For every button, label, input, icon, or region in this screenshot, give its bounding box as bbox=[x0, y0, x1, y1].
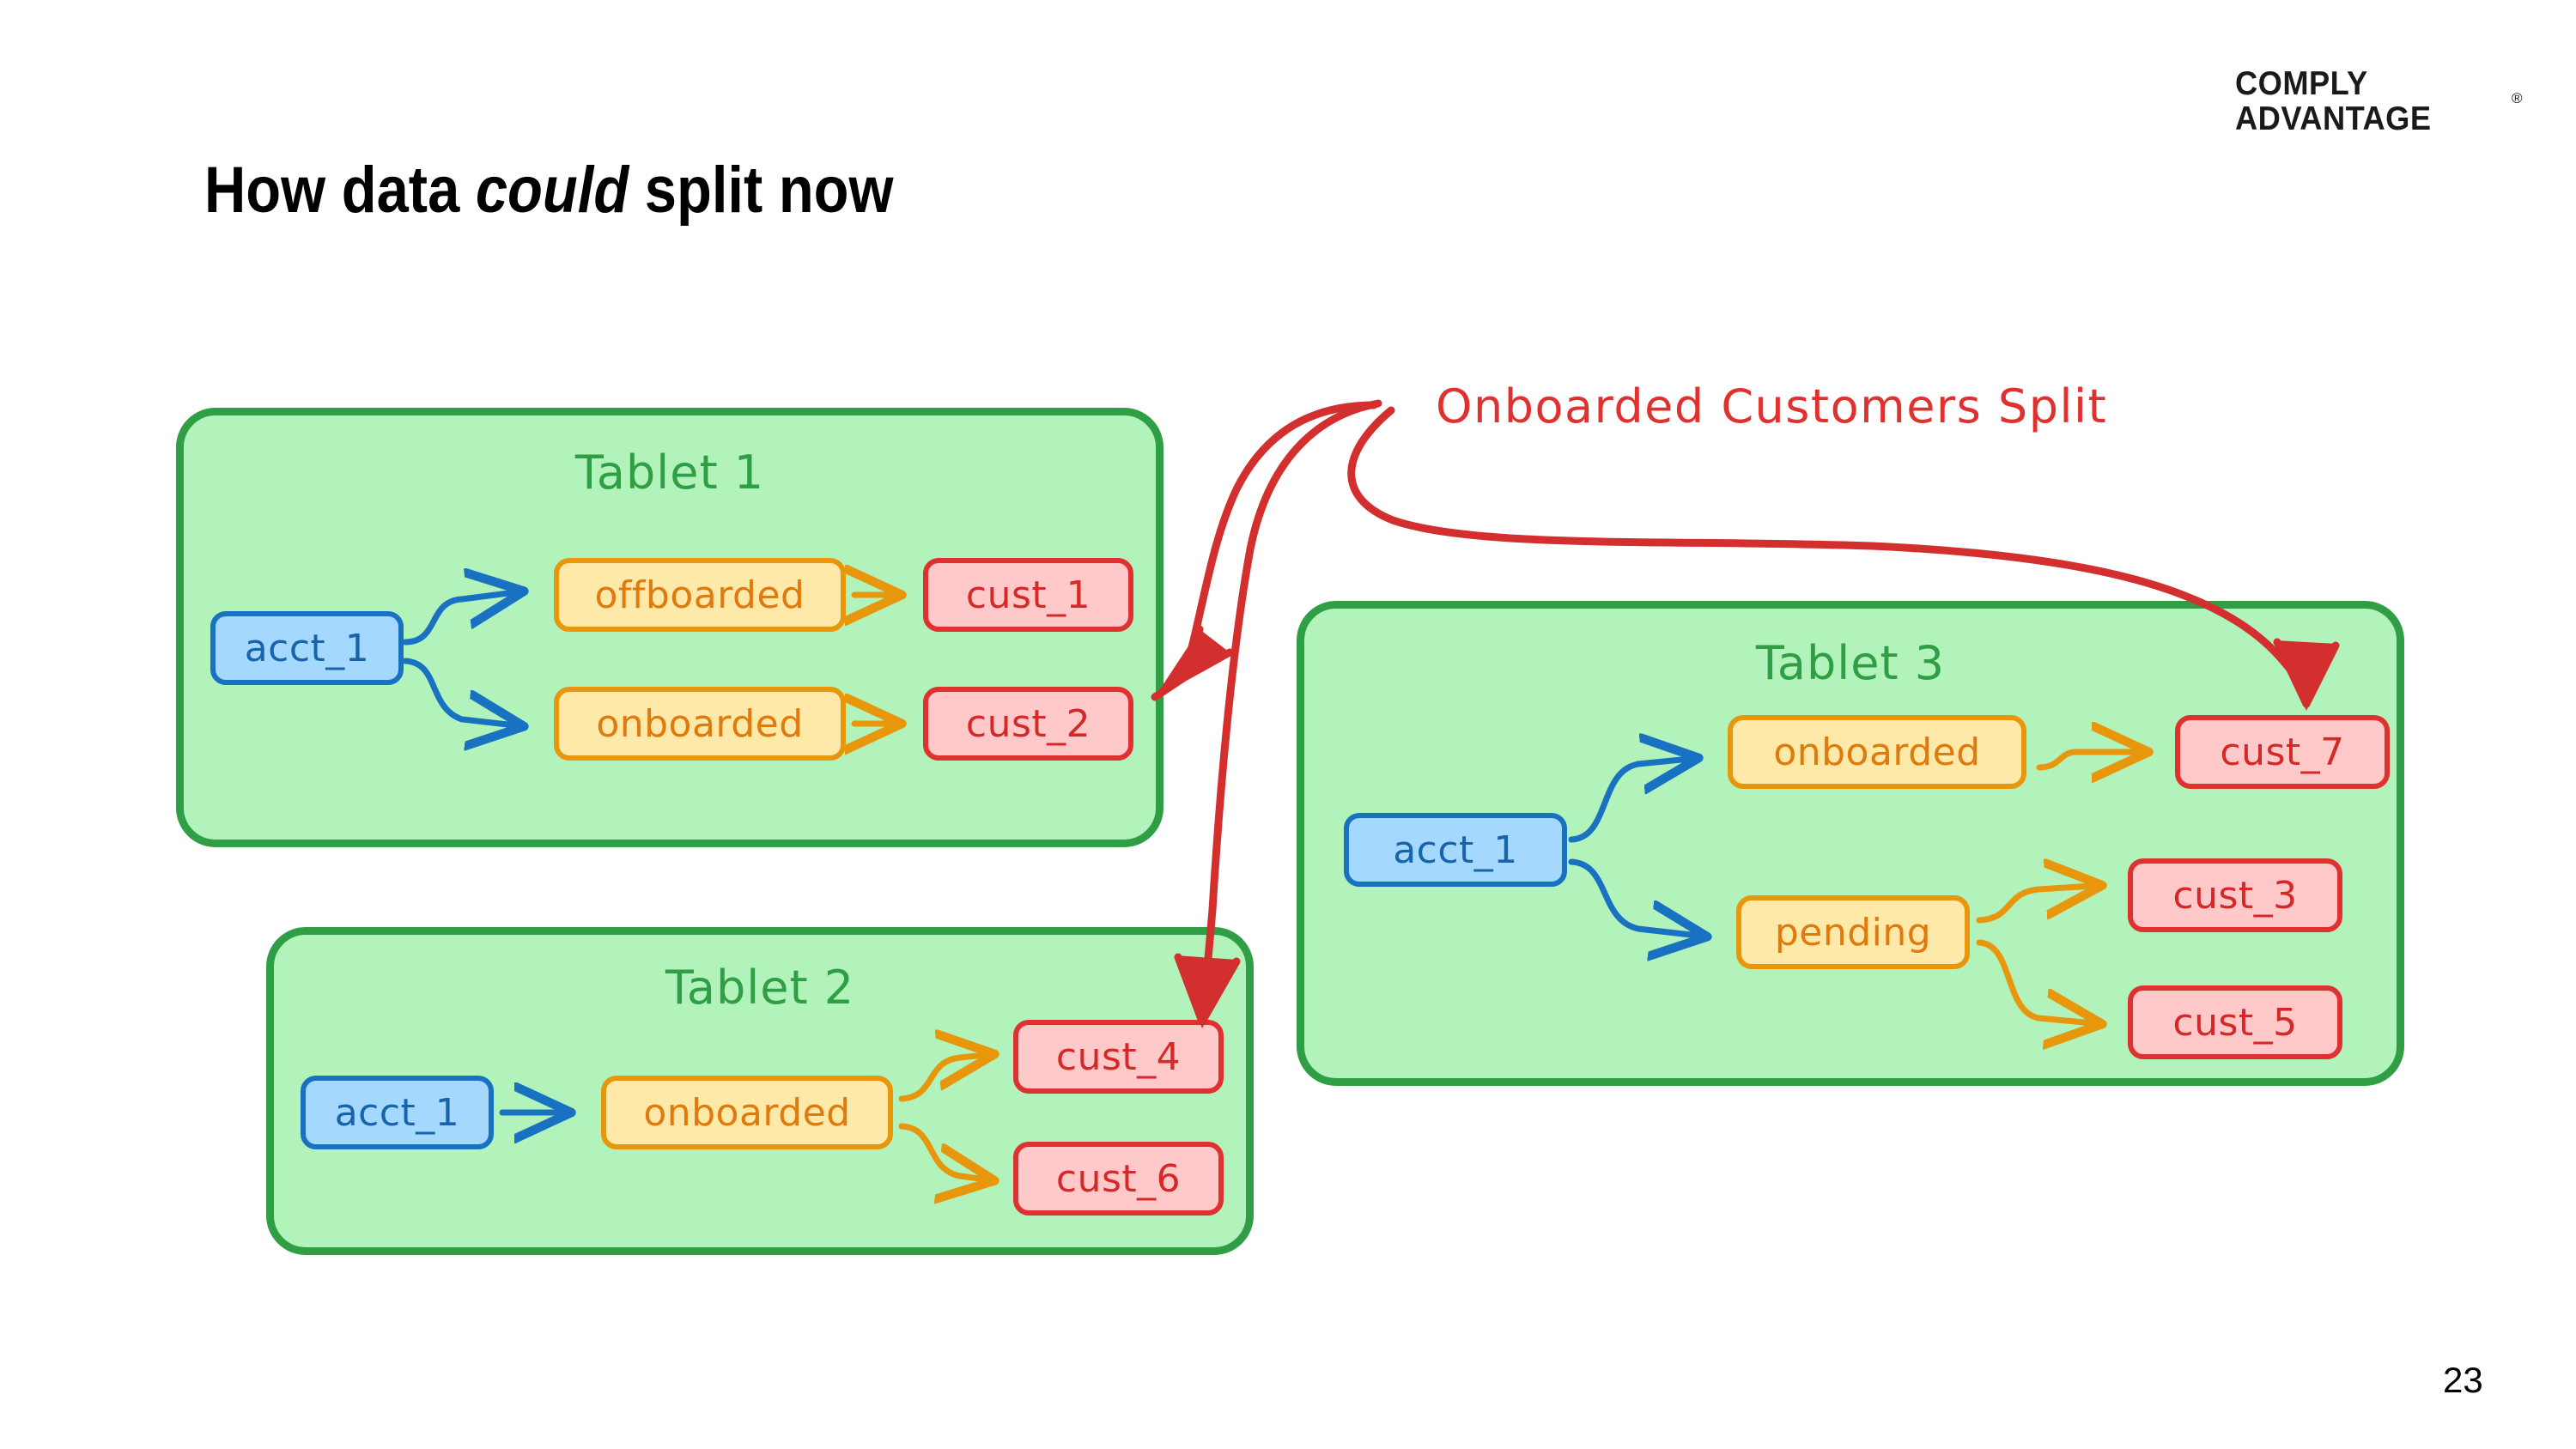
page-title-emphasis: could bbox=[475, 154, 629, 227]
node-tablet-2-onboarded[interactable]: onboarded bbox=[601, 1076, 893, 1149]
node-tablet-1-acct-1[interactable]: acct_1 bbox=[210, 611, 404, 685]
tablet-3-label: Tablet 3 bbox=[1755, 636, 1946, 690]
node-tablet-2-cust-4[interactable]: cust_4 bbox=[1013, 1020, 1224, 1094]
tablet-2-label: Tablet 2 bbox=[665, 961, 855, 1015]
comply-advantage-logo: COMPLY ADVANTAGE ® bbox=[2235, 65, 2523, 137]
node-tablet-3-acct-1[interactable]: acct_1 bbox=[1344, 813, 1567, 887]
page-title: How data could split now bbox=[204, 153, 894, 227]
page-title-part1: How data bbox=[204, 154, 476, 227]
node-tablet-3-onboarded[interactable]: onboarded bbox=[1728, 715, 2026, 789]
node-tablet-3-cust-3[interactable]: cust_3 bbox=[2128, 858, 2342, 932]
node-tablet-3-cust-5[interactable]: cust_5 bbox=[2128, 985, 2342, 1059]
node-tablet-1-cust-1[interactable]: cust_1 bbox=[923, 558, 1133, 632]
registered-trademark-icon: ® bbox=[2512, 90, 2523, 106]
annotation-label: Onboarded Customers Split bbox=[1436, 379, 2108, 433]
node-tablet-2-cust-6[interactable]: cust_6 bbox=[1013, 1142, 1224, 1216]
page-title-part2: split now bbox=[629, 154, 894, 227]
node-tablet-3-pending[interactable]: pending bbox=[1736, 895, 1970, 969]
node-tablet-2-acct-1[interactable]: acct_1 bbox=[301, 1076, 494, 1149]
logo-line-comply: COMPLY bbox=[2235, 65, 2368, 102]
slide-number: 23 bbox=[2443, 1360, 2483, 1400]
logo-line-advantage: ADVANTAGE bbox=[2235, 100, 2432, 137]
node-tablet-1-cust-2[interactable]: cust_2 bbox=[923, 687, 1133, 761]
tablet-1-label: Tablet 1 bbox=[574, 446, 765, 500]
node-tablet-1-offboarded[interactable]: offboarded bbox=[554, 558, 846, 632]
node-tablet-3-cust-7[interactable]: cust_7 bbox=[2175, 715, 2390, 789]
node-tablet-1-onboarded[interactable]: onboarded bbox=[554, 687, 846, 761]
